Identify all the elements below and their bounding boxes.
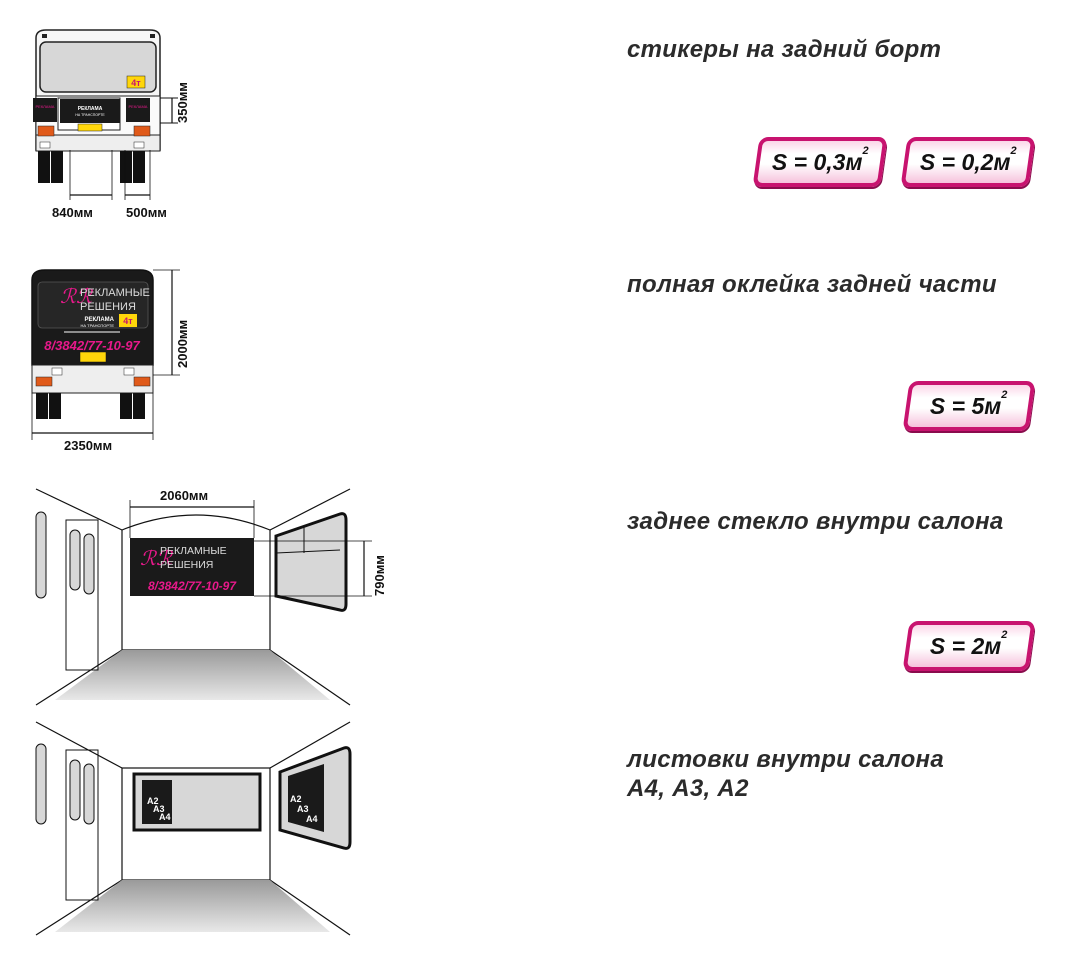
- leaflet-rear-a2: A2: [147, 796, 159, 806]
- dim-840: 840мм: [52, 205, 93, 220]
- sticker-right: [126, 98, 150, 122]
- heading-leaflets-line1: листовки внутри салона: [627, 746, 944, 773]
- bus-rear-full-wrap: ℛℛ РЕКЛАМНЫЕ РЕШЕНИЯ РЕКЛАМА НА ТРАНСПОР…: [31, 269, 190, 453]
- badge-stickers-b-text: S = 0,2м: [919, 148, 1011, 175]
- dim-500: 500мм: [126, 205, 167, 220]
- interior-rear-window: ℛℛ РЕКЛАМНЫЕ РЕШЕНИЯ 8/3842/77-10-97 206…: [35, 488, 387, 706]
- svg-text:РЕКЛАМА: РЕКЛАМА: [36, 104, 55, 109]
- heading-leaflets: листовки внутри салона А4, А3, А2: [627, 745, 944, 803]
- svg-text:РЕКЛАМА: РЕКЛАМА: [129, 104, 148, 109]
- svg-text:РЕКЛАМА: РЕКЛАМА: [78, 106, 103, 112]
- illustrations-canvas: РЕКЛАМА НА ТРАНСПОРТЕ РЕКЛАМА РЕКЛАМА 4т…: [31, 29, 387, 936]
- dim-790: 790мм: [372, 555, 387, 596]
- window-brand-top: РЕКЛАМНЫЕ: [160, 545, 227, 557]
- leaflet-rear: [142, 780, 172, 824]
- leaflet-rear-a4: A4: [159, 812, 171, 822]
- dim-350: 350мм: [175, 82, 190, 123]
- window-brand-bottom: РЕШЕНИЯ: [160, 559, 213, 571]
- dim-2350: 2350мм: [64, 438, 112, 453]
- leaflet-rear-a3: A3: [153, 804, 165, 814]
- weight-tag-text: 4т: [131, 78, 141, 88]
- leaflet-side-a2: A2: [290, 794, 302, 804]
- dim-2000: 2000мм: [175, 320, 190, 368]
- heading-rear-window: заднее стекло внутри салона: [627, 508, 1004, 535]
- leaflet-side: [288, 764, 324, 832]
- window-phone: 8/3842/77-10-97: [148, 579, 237, 593]
- wrap-brand-bottom: РЕШЕНИЯ: [80, 301, 136, 313]
- dim-2060: 2060мм: [160, 488, 208, 503]
- sticker-center: [60, 99, 120, 123]
- leaflet-side-a3: A3: [297, 804, 309, 814]
- leaflet-side-a4: A4: [306, 814, 318, 824]
- area-badge-stickers-b: S = 0,2м2: [900, 137, 1036, 187]
- wrap-brand-top: РЕКЛАМНЫЕ: [80, 287, 150, 299]
- wrap-weight-tag: 4т: [123, 316, 133, 326]
- badge-full-wrap-text: S = 5м: [930, 392, 1002, 419]
- weight-tag: [126, 75, 146, 89]
- badge-stickers-a-text: S = 0,3м: [771, 148, 863, 175]
- rear-window-ad: [130, 538, 254, 596]
- svg-text:ℛℛ: ℛℛ: [140, 548, 174, 570]
- svg-text:НА ТРАНСПОРТЕ: НА ТРАНСПОРТЕ: [75, 113, 105, 117]
- interior-leaflets: A2 A3 A4 A2 A3 A4: [35, 721, 352, 936]
- sticker-left: [33, 98, 57, 122]
- heading-rear-stickers: стикеры на задний борт: [627, 36, 942, 63]
- area-badge-stickers-a: S = 0,3м2: [752, 137, 888, 187]
- svg-text:ℛℛ: ℛℛ: [60, 286, 94, 308]
- wrap-ad-line2: НА ТРАНСПОРТЕ: [80, 323, 114, 328]
- bus-rear-stickers: РЕКЛАМА НА ТРАНСПОРТЕ РЕКЛАМА РЕКЛАМА 4т…: [33, 29, 190, 220]
- area-badge-rear-window: S = 2м2: [902, 621, 1036, 671]
- wrap-phone: 8/3842/77-10-97: [44, 338, 140, 353]
- area-badge-full-wrap: S = 5м2: [902, 381, 1036, 431]
- heading-leaflets-line2: А4, А3, А2: [627, 775, 749, 802]
- heading-full-wrap: полная оклейка задней части: [627, 271, 997, 298]
- badge-rear-window-text: S = 2м: [930, 632, 1002, 659]
- wrap-ad-line1: РЕКЛАМА: [84, 317, 114, 323]
